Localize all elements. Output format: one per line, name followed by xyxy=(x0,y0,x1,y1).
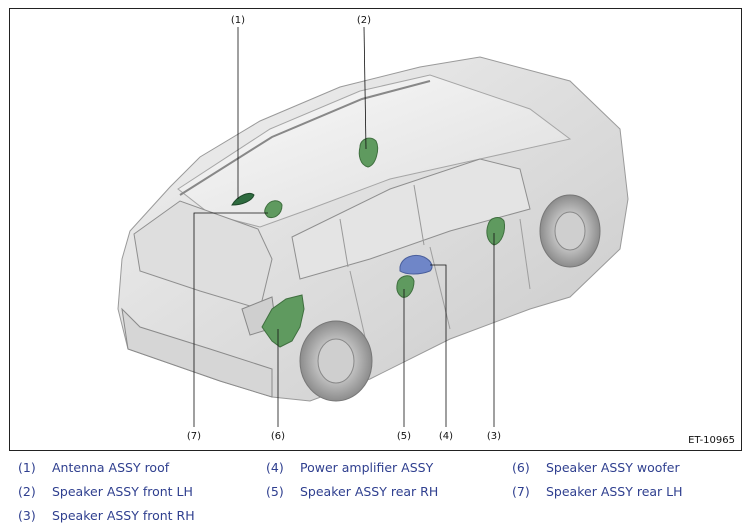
figure-code: ET-10965 xyxy=(688,435,735,446)
roof-rail xyxy=(179,80,431,196)
callout-7: (7) xyxy=(186,431,202,442)
rear-bumper xyxy=(121,307,273,398)
legend-number: (6) xyxy=(512,460,530,475)
speaker-front-rh xyxy=(486,217,505,246)
legend-item: (7) Speaker ASSY rear LH xyxy=(512,484,683,499)
speaker-rear-lh xyxy=(264,200,283,218)
rear-wheel-hub xyxy=(317,338,355,384)
speaker-rear-rh xyxy=(396,275,415,298)
callout-6: (6) xyxy=(270,431,286,442)
legend-label: Antenna ASSY roof xyxy=(52,460,170,475)
callout-2: (2) xyxy=(356,15,372,26)
window-pillar xyxy=(413,184,425,246)
legend-number: (1) xyxy=(18,460,36,475)
legend-item: (1) Antenna ASSY roof xyxy=(18,460,169,475)
legend-number: (3) xyxy=(18,508,36,523)
window-pillar xyxy=(339,218,349,268)
antenna-component xyxy=(231,192,255,206)
legend-item: (4) Power amplifier ASSY xyxy=(266,460,433,475)
speaker-woofer xyxy=(261,294,305,348)
callout-5: (5) xyxy=(396,431,412,442)
legend-label: Speaker ASSY front RH xyxy=(52,508,195,523)
legend-label: Speaker ASSY rear LH xyxy=(546,484,683,499)
side-windows xyxy=(291,158,531,280)
legend-number: (2) xyxy=(18,484,36,499)
legend-number: (4) xyxy=(266,460,284,475)
callout-3: (3) xyxy=(486,431,502,442)
legend-item: (3) Speaker ASSY front RH xyxy=(18,508,195,523)
leader-lines xyxy=(193,26,495,427)
legend-number: (7) xyxy=(512,484,530,499)
callout-4: (4) xyxy=(438,431,454,442)
callout-1: (1) xyxy=(230,15,246,26)
legend-number: (5) xyxy=(266,484,284,499)
vehicle-illustration xyxy=(117,26,629,427)
legend-item: (2) Speaker ASSY front LH xyxy=(18,484,193,499)
legend-item: (5) Speaker ASSY rear RH xyxy=(266,484,438,499)
legend-label: Speaker ASSY front LH xyxy=(52,484,193,499)
legend: (1) Antenna ASSY roof (2) Speaker ASSY fro… xyxy=(0,456,752,532)
front-wheel-hub xyxy=(554,211,586,251)
legend-label: Speaker ASSY rear RH xyxy=(300,484,439,499)
legend-label: Speaker ASSY woofer xyxy=(546,460,680,475)
legend-label: Power amplifier ASSY xyxy=(300,460,434,475)
illustration-frame: (1) (2) (3) (4) (5) (6) (7) ET-10965 xyxy=(9,8,742,451)
legend-item: (6) Speaker ASSY woofer xyxy=(512,460,680,475)
rear-window xyxy=(133,200,273,310)
